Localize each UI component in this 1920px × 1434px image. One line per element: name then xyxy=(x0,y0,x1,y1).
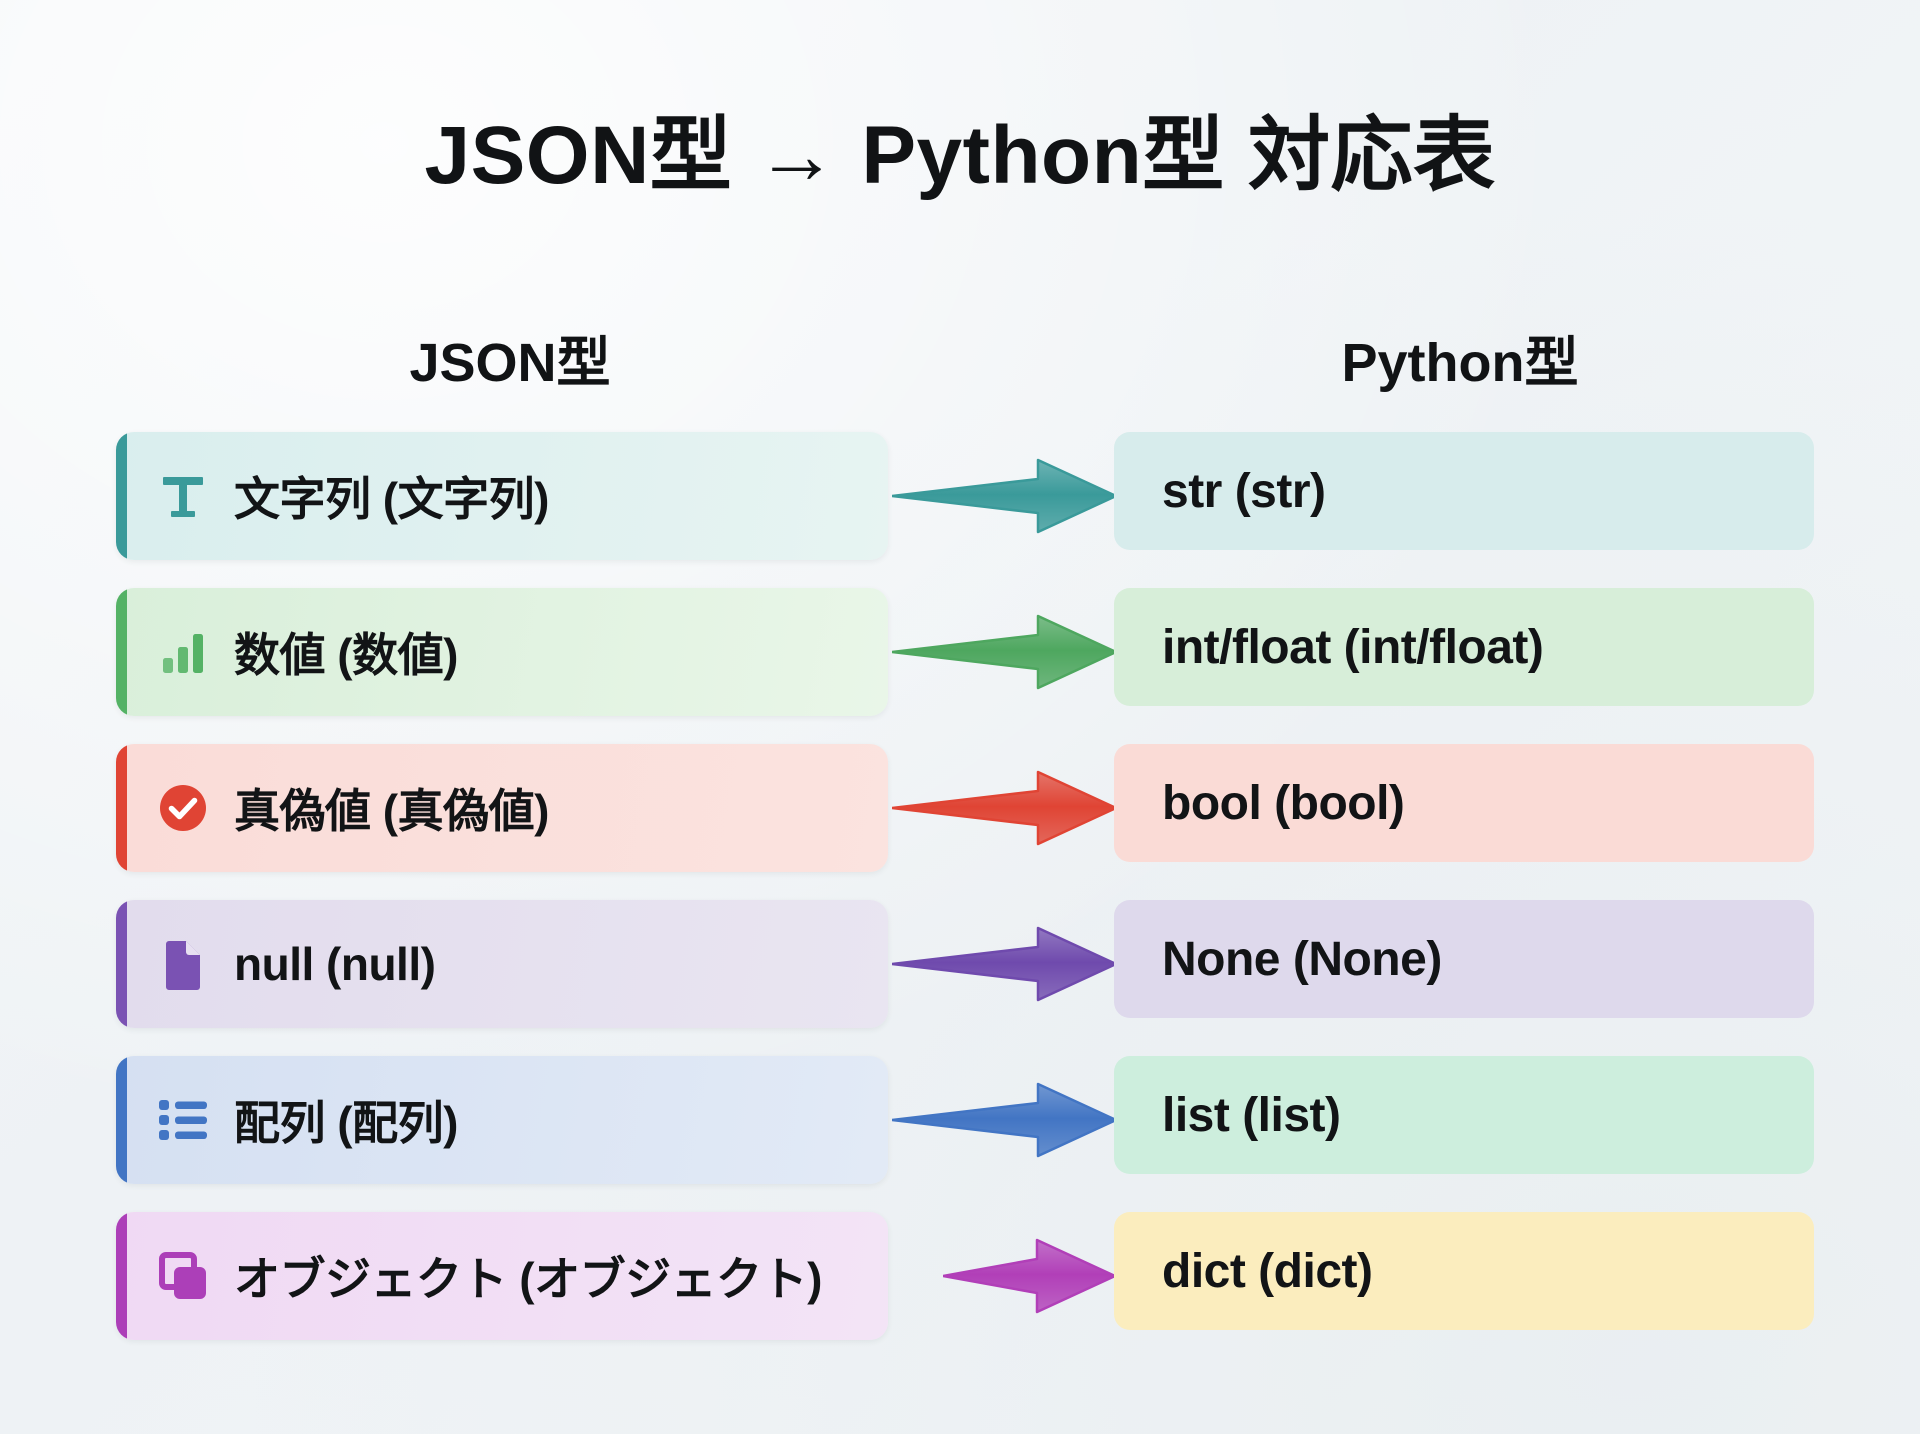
json-type-card[interactable]: オブジェクト (オブジェクト) xyxy=(116,1212,888,1340)
python-type-card[interactable]: list (list) xyxy=(1114,1056,1814,1174)
mapping-arrow-icon xyxy=(888,588,1120,716)
python-type-card[interactable]: int/float (int/float) xyxy=(1114,588,1814,706)
mapping-row: 数値 (数値) int/float (int/float) xyxy=(0,588,1920,716)
document-icon xyxy=(154,935,212,993)
python-type-label: int/float (int/float) xyxy=(1162,620,1544,674)
json-type-card[interactable]: 文字列 (文字列) xyxy=(116,432,888,560)
json-type-label: 文字列 (文字列) xyxy=(234,473,549,525)
mapping-arrow-icon xyxy=(888,744,1120,872)
json-type-card[interactable]: null (null) xyxy=(116,900,888,1028)
mapping-row: 配列 (配列) list (list) xyxy=(0,1056,1920,1184)
mapping-arrow-icon xyxy=(940,1212,1118,1340)
json-type-label: 配列 (配列) xyxy=(234,1097,458,1149)
column-header-json: JSON型 xyxy=(409,333,611,393)
bar-chart-icon xyxy=(154,623,212,681)
python-type-card[interactable]: bool (bool) xyxy=(1114,744,1814,862)
page-title: JSON型 → Python型 対応表 xyxy=(424,110,1496,201)
mapping-arrow-icon xyxy=(888,1056,1120,1184)
column-headers: JSON型 Python型 xyxy=(0,318,1920,398)
python-type-card[interactable]: None (None) xyxy=(1114,900,1814,1018)
json-type-label: 数値 (数値) xyxy=(234,629,458,681)
mapping-row: オブジェクト (オブジェクト) dict (dict) xyxy=(0,1212,1920,1340)
json-type-label: 真偽値 (真偽値) xyxy=(234,785,549,837)
check-circle-icon xyxy=(154,779,212,837)
python-type-label: str (str) xyxy=(1162,464,1326,518)
python-type-card[interactable]: dict (dict) xyxy=(1114,1212,1814,1330)
mapping-row: 文字列 (文字列) str (str) xyxy=(0,432,1920,560)
mapping-row: null (null) None (None) xyxy=(0,900,1920,1028)
list-icon xyxy=(154,1091,212,1149)
mapping-rows-list: 文字列 (文字列) str (str) 数値 (数値) int/float (int/… xyxy=(0,432,1920,1368)
python-type-label: None (None) xyxy=(1162,932,1442,986)
mapping-arrow-icon xyxy=(888,432,1120,560)
json-type-card[interactable]: 配列 (配列) xyxy=(116,1056,888,1184)
python-type-label: dict (dict) xyxy=(1162,1244,1373,1298)
json-type-label: null (null) xyxy=(234,938,436,990)
json-type-card[interactable]: 真偽値 (真偽値) xyxy=(116,744,888,872)
python-type-label: list (list) xyxy=(1162,1088,1341,1142)
mapping-row: 真偽値 (真偽値) bool (bool) xyxy=(0,744,1920,872)
copy-layers-icon xyxy=(154,1247,212,1305)
python-type-label: bool (bool) xyxy=(1162,776,1405,830)
python-type-card[interactable]: str (str) xyxy=(1114,432,1814,550)
text-format-icon xyxy=(154,467,212,525)
json-type-label: オブジェクト (オブジェクト) xyxy=(234,1253,822,1305)
column-header-python: Python型 xyxy=(1341,333,1579,393)
json-type-card[interactable]: 数値 (数値) xyxy=(116,588,888,716)
mapping-arrow-icon xyxy=(888,900,1120,1028)
